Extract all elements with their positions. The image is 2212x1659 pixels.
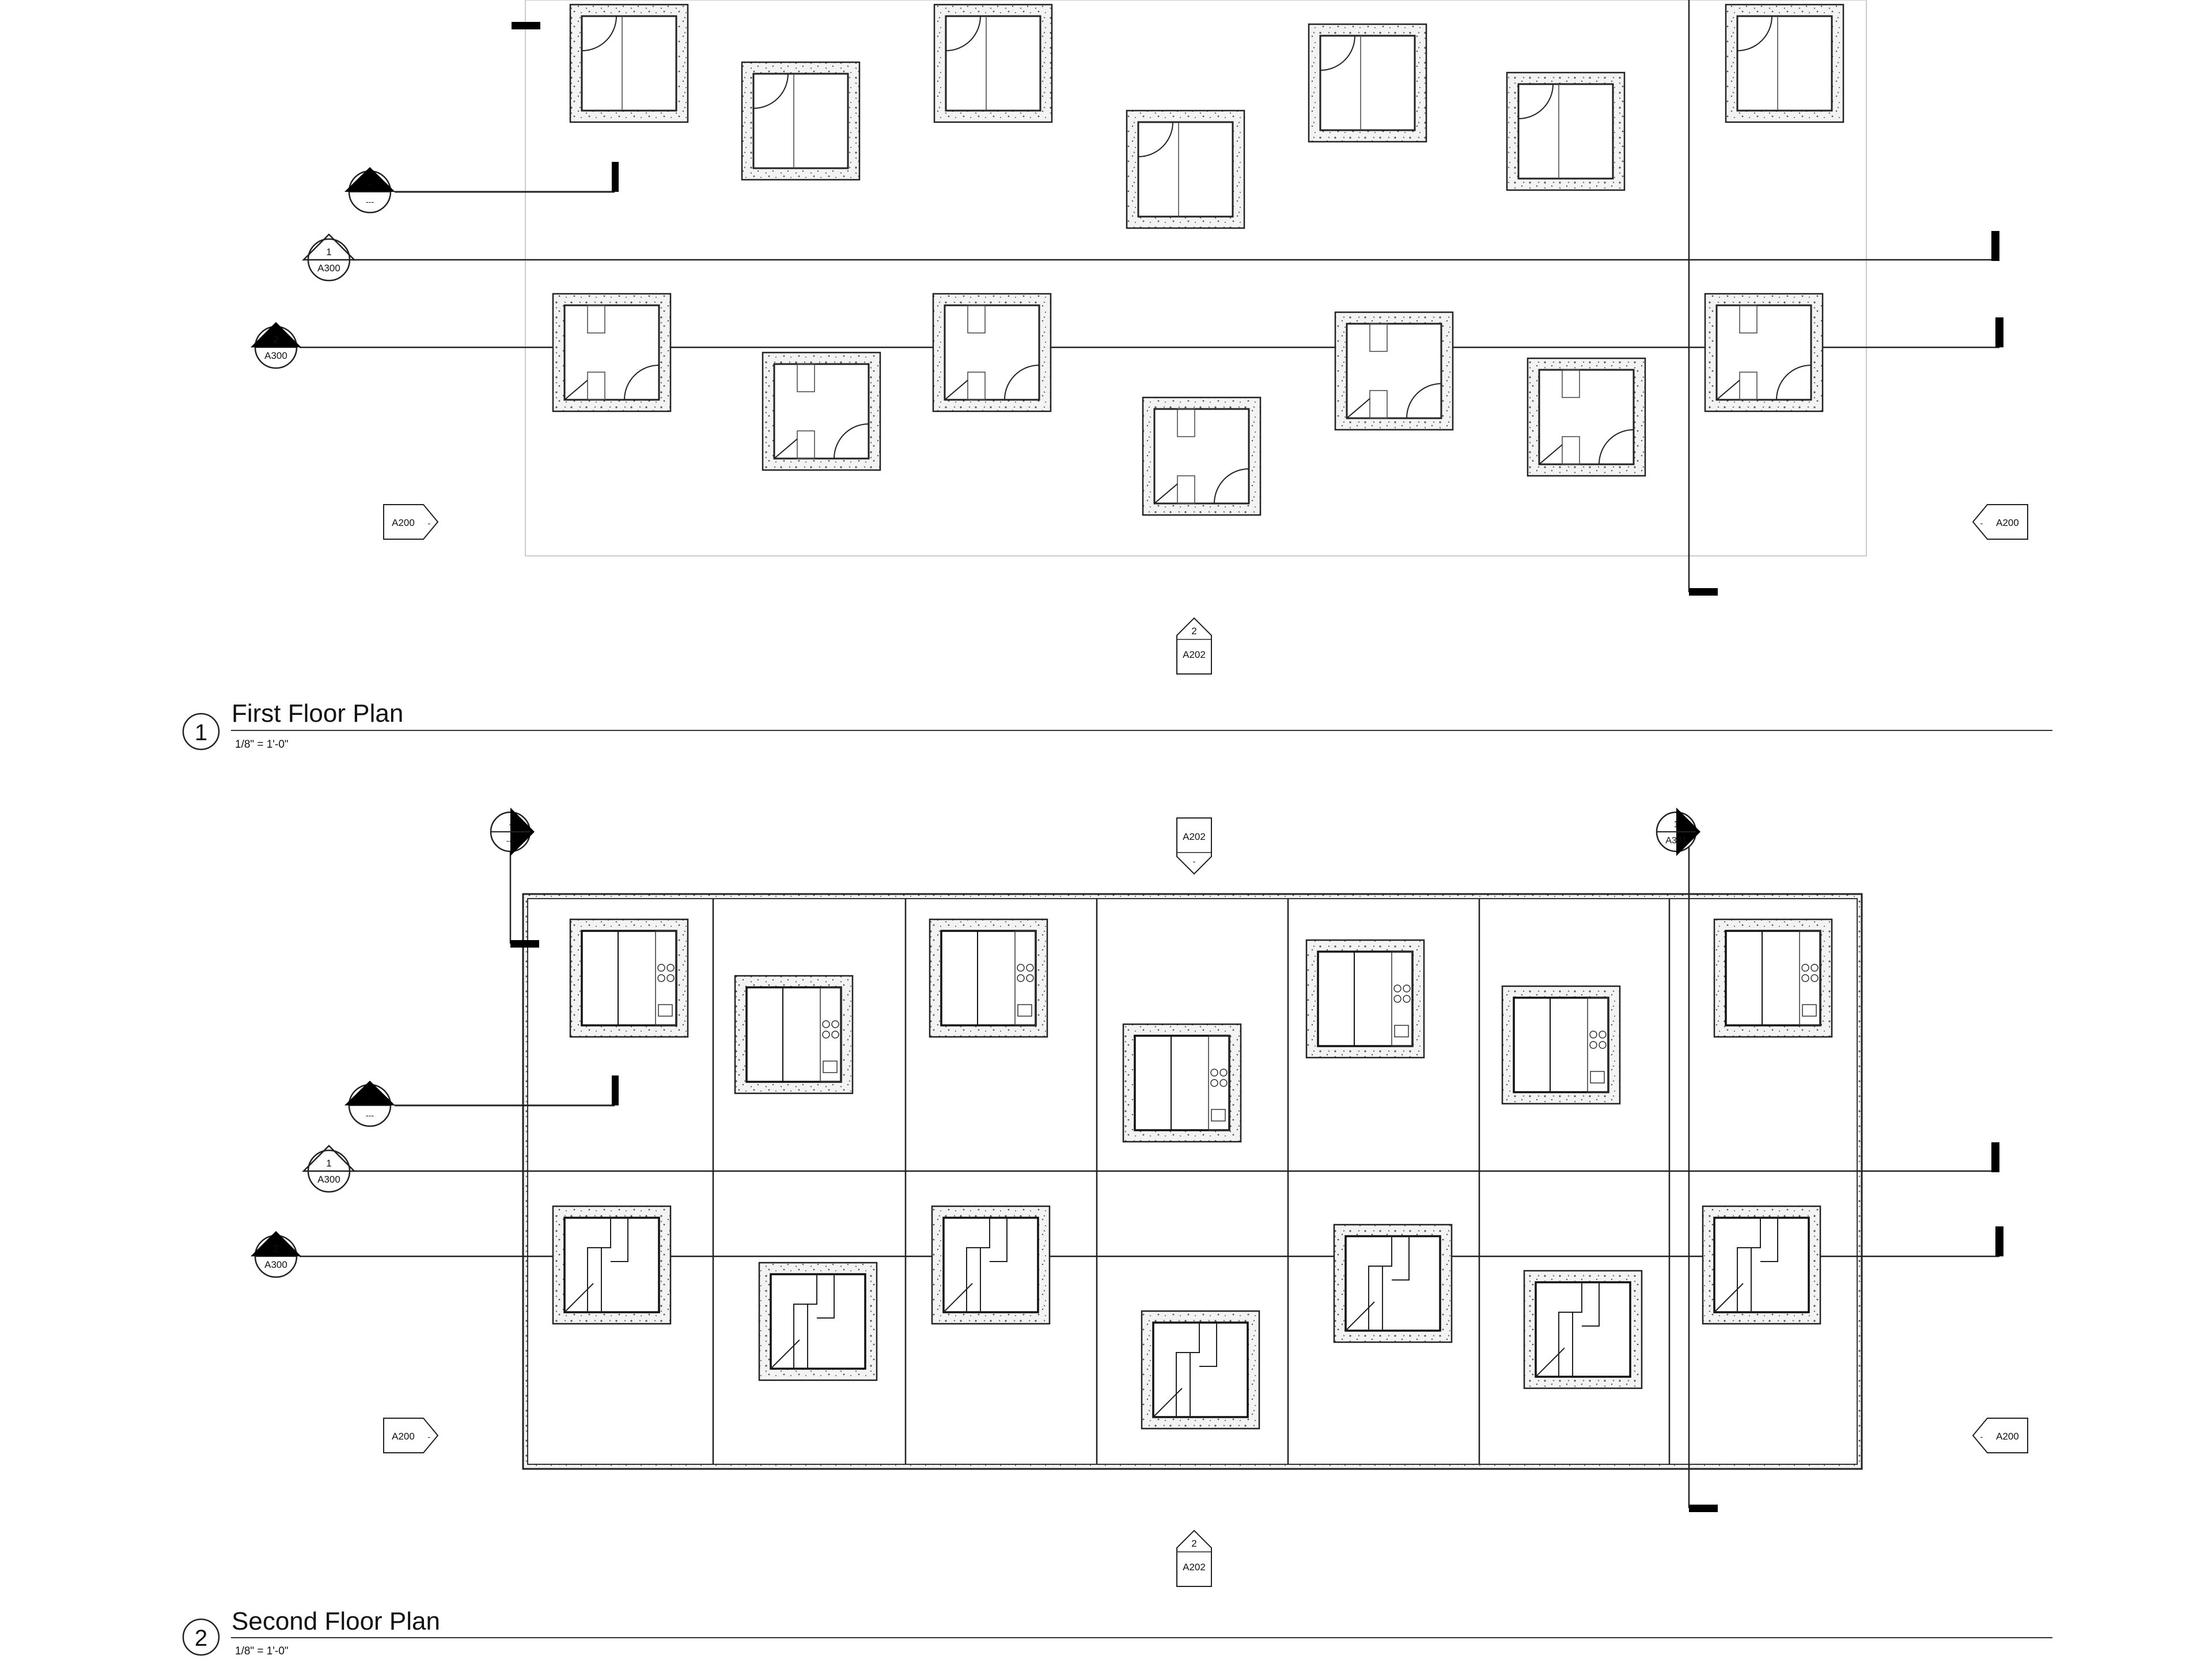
marker-top: -: [368, 180, 371, 190]
marker-bottom: A300: [317, 263, 340, 274]
room-unit: [933, 3, 1053, 123]
stair-room-unit: [931, 1205, 1051, 1325]
view-number: 2: [195, 1626, 207, 1651]
room-unit: [1725, 3, 1844, 123]
tag-num: -: [428, 518, 431, 528]
elevation-tag-left: A200 -: [383, 1418, 439, 1453]
section-marker-2: 2 A300: [251, 322, 301, 369]
kitchen-room-unit: [1713, 918, 1833, 1038]
stair-room-unit: [1141, 1310, 1260, 1430]
grid-tick: [510, 940, 539, 948]
grid-tick: [512, 22, 540, 29]
kitchen-room-unit: [734, 975, 854, 1094]
tag-sheet: A200: [392, 517, 415, 528]
tag-num: 2: [1191, 626, 1196, 637]
view-title-first-floor: 1 First Floor Plan 1/8" = 1'-0": [182, 699, 2052, 751]
floor-boundary: [525, 0, 1867, 556]
stair-room-unit: [1527, 357, 1646, 477]
view-scale: 1/8" = 1'-0": [235, 1645, 289, 1657]
section-cut-1: 1 A300: [301, 231, 1999, 282]
marker-top: -: [368, 1093, 371, 1103]
section-marker-a: - ---: [344, 1081, 395, 1127]
grid-marker-a: - ---: [490, 808, 535, 856]
stair-room-unit: [758, 1262, 878, 1381]
marker-top: 1: [1674, 820, 1679, 830]
bay-lines: [712, 847, 1690, 1508]
tag-sheet: A200: [392, 1431, 415, 1442]
stair-room-unit: [552, 293, 672, 412]
section-marker-1: 1 A300: [301, 233, 357, 282]
stair-room-unit: [552, 1205, 672, 1325]
marker-bottom: A300: [264, 350, 287, 361]
view-number-bubble: [182, 1618, 220, 1656]
tag-sheet: A200: [1996, 1431, 2019, 1442]
marker-bottom: ---: [366, 1111, 374, 1120]
tag-sheet: A202: [1183, 831, 1206, 842]
marker-bottom: A301: [1665, 836, 1687, 846]
stair-room-unit: [1142, 396, 1262, 516]
marker-bottom: ---: [506, 836, 514, 845]
view-number: 1: [195, 720, 207, 745]
first-floor-plan: - --- 1 A300 2 A300: [251, 0, 2028, 675]
marker-bottom: ---: [366, 197, 374, 206]
elevation-tag-front: 2 A202: [1176, 617, 1212, 675]
marker-top: -: [509, 820, 512, 830]
stair-room-unit: [1333, 1224, 1453, 1343]
stair-room-unit: [1702, 1205, 1821, 1325]
tag-num: 2: [1191, 1538, 1196, 1549]
stair-room-unit: [762, 351, 881, 471]
tag-num: -: [428, 1432, 431, 1441]
stair-room-unit: [1334, 311, 1454, 431]
kitchen-room-unit: [569, 918, 689, 1038]
view-title: Second Floor Plan: [232, 1607, 440, 1635]
elevation-tag-left: A200 -: [383, 504, 439, 540]
section-marker-1: 1 A300: [301, 1145, 357, 1193]
view-title-second-floor: 2 Second Floor Plan 1/8" = 1'-0": [182, 1607, 2052, 1657]
elevation-tag-right: A200 -: [1972, 1418, 2028, 1453]
marker-bottom: A300: [264, 1259, 287, 1270]
kitchen-room-unit: [1122, 1023, 1242, 1143]
marker-top: 2: [273, 334, 278, 345]
elevation-tag-right: A200 -: [1972, 504, 2028, 540]
view-scale: 1/8" = 1'-0": [235, 738, 289, 751]
tag-num: -: [1980, 1432, 1983, 1441]
room-unit: [1506, 71, 1626, 191]
grid-tick: [1689, 588, 1718, 596]
view-number-bubble: [182, 713, 220, 751]
marker-top: 1: [326, 1158, 331, 1169]
section-cut-a: - ---: [344, 162, 619, 214]
stair-room-unit: [1704, 293, 1824, 412]
tag-sheet: A202: [1183, 1562, 1206, 1573]
kitchen-room-unit: [1501, 985, 1621, 1105]
marker-bottom: A300: [317, 1174, 340, 1185]
elevation-tag-front: 2 A202: [1176, 1529, 1212, 1587]
tag-sheet: A202: [1183, 649, 1206, 660]
tag-sheet: A200: [1996, 517, 2019, 528]
room-unit: [1126, 109, 1245, 229]
section-marker-a: - ---: [344, 167, 395, 214]
stair-room-unit: [932, 293, 1052, 412]
elevation-tag-back: A202 -: [1176, 817, 1212, 875]
room-unit: [1308, 23, 1427, 143]
grid-tick: [1689, 1505, 1718, 1512]
second-floor-plan: - --- A202 - 1 A301 - ---: [251, 808, 2028, 1587]
room-unit: [569, 3, 689, 123]
section-marker-2: 2 A300: [251, 1231, 301, 1278]
section-cut-a: - ---: [344, 1075, 619, 1127]
room-unit: [741, 61, 861, 181]
kitchen-room-unit: [1305, 939, 1425, 1059]
marker-top: 1: [326, 247, 331, 257]
stair-room-unit: [1523, 1270, 1643, 1389]
kitchen-room-unit: [929, 918, 1048, 1038]
tag-num: -: [1193, 857, 1196, 866]
marker-top: 2: [273, 1243, 278, 1254]
section-cut-1: 1 A300: [301, 1142, 1999, 1193]
view-title: First Floor Plan: [232, 699, 403, 728]
tag-num: -: [1980, 518, 1983, 528]
grid-marker-1: 1 A301: [1656, 808, 1700, 856]
